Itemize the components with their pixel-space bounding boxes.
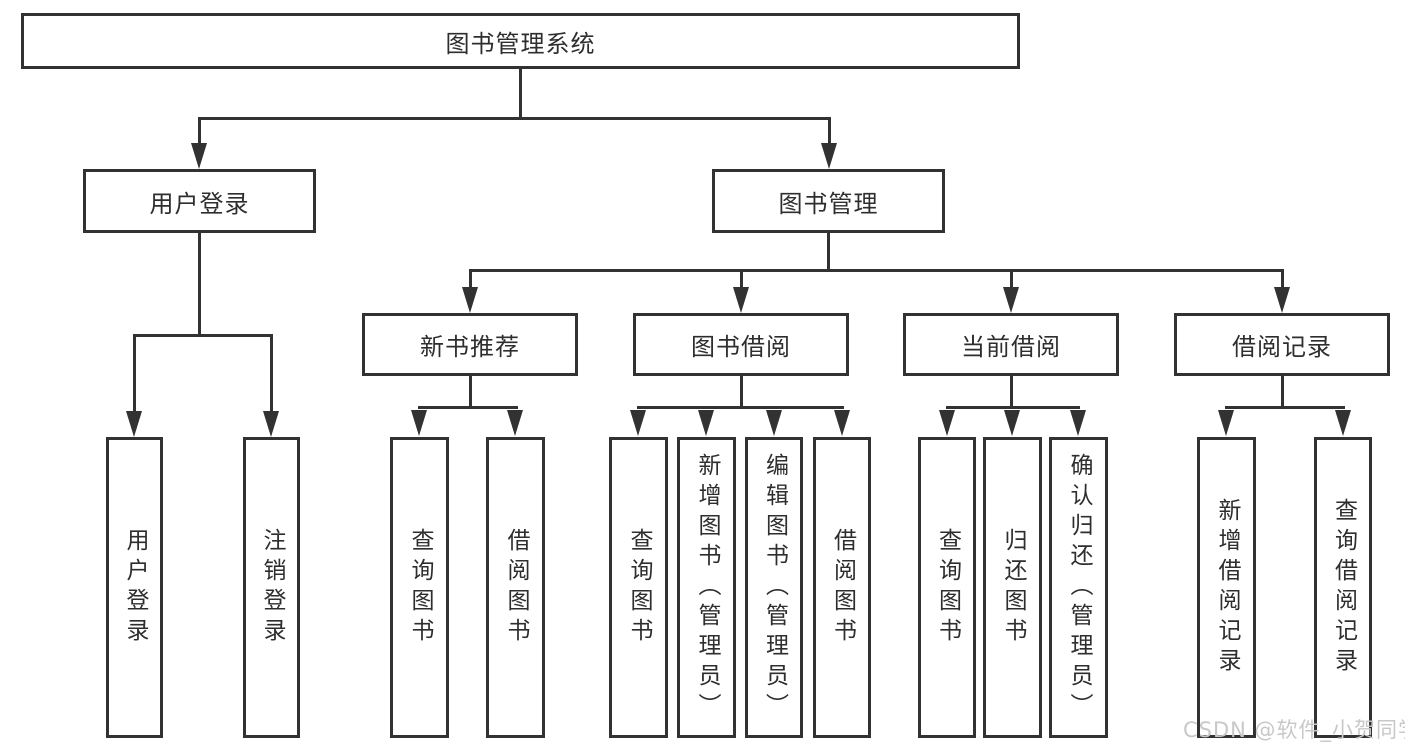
node-label: 图书管理 xyxy=(778,189,879,218)
node-book-borrowing: 图书借阅 xyxy=(633,313,849,376)
connector-line xyxy=(133,334,136,413)
node-new-book-recommendation: 新书推荐 xyxy=(362,313,578,376)
connector-line xyxy=(740,269,743,289)
node-label: 查询图书 xyxy=(407,527,433,648)
node-label: 查询图书 xyxy=(626,527,652,648)
leaf-search-books-current: 查询图书 xyxy=(918,437,976,738)
arrow-down-icon xyxy=(507,410,523,436)
connector-line xyxy=(133,334,273,337)
arrow-down-icon xyxy=(1218,410,1234,436)
leaf-edit-books-admin: 编辑图书（管理员） xyxy=(745,437,803,738)
connector-line xyxy=(827,233,830,272)
leaf-logout: 注销登录 xyxy=(243,437,300,738)
connector-line xyxy=(1010,269,1013,289)
connector-line xyxy=(946,406,1080,409)
connector-line xyxy=(740,375,743,408)
node-label: 借阅图书 xyxy=(829,527,856,648)
arrow-down-icon xyxy=(462,287,478,313)
node-label: 查询图书 xyxy=(934,527,961,648)
arrow-down-icon xyxy=(263,411,279,437)
leaf-borrow-books-borrowing: 借阅图书 xyxy=(813,437,871,738)
connector-line xyxy=(828,117,831,145)
node-borrowing-records: 借阅记录 xyxy=(1174,313,1390,376)
arrow-down-icon xyxy=(1003,287,1019,313)
connector-line xyxy=(1281,375,1284,408)
leaf-borrow-books-recommend: 借阅图书 xyxy=(486,437,545,738)
node-label: 编辑图书（管理员） xyxy=(761,452,788,723)
arrow-down-icon xyxy=(1274,287,1290,313)
node-label: 图书管理系统 xyxy=(445,29,596,58)
node-label: 图书借阅 xyxy=(691,333,791,361)
connector-line xyxy=(469,269,472,289)
node-label: 新书推荐 xyxy=(420,333,520,361)
arrow-down-icon xyxy=(126,411,142,437)
arrow-down-icon xyxy=(733,287,749,313)
leaf-search-books-borrowing: 查询图书 xyxy=(609,437,668,738)
connector-line xyxy=(198,117,831,120)
node-label: 注销登录 xyxy=(259,527,285,648)
connector-line xyxy=(637,406,844,409)
connector-line xyxy=(270,334,273,413)
arrow-down-icon xyxy=(939,410,955,436)
leaf-search-books-recommend: 查询图书 xyxy=(390,437,449,738)
connector-line xyxy=(198,233,201,336)
connector-line xyxy=(418,406,518,409)
arrow-down-icon xyxy=(411,410,427,436)
node-label: 借阅图书 xyxy=(503,527,529,648)
arrow-down-icon xyxy=(1004,410,1020,436)
node-label: 确认归还（管理员） xyxy=(1066,452,1092,723)
node-label: 用户登录 xyxy=(149,189,250,218)
node-library-management-system: 图书管理系统 xyxy=(21,13,1020,69)
connector-line xyxy=(469,269,1284,272)
arrow-down-icon xyxy=(766,410,782,436)
arrow-down-icon xyxy=(1070,410,1086,436)
node-label: 新增图书（管理员） xyxy=(694,452,720,723)
node-label: 借阅记录 xyxy=(1232,333,1332,361)
arrow-down-icon xyxy=(630,410,646,436)
connector-line xyxy=(1281,269,1284,289)
watermark: CSDN @软件_小贺同学 xyxy=(1183,718,1405,742)
node-label: 新增借阅记录 xyxy=(1214,497,1240,678)
arrow-down-icon xyxy=(821,143,837,169)
leaf-search-borrow-record: 查询借阅记录 xyxy=(1314,437,1372,738)
connector-line xyxy=(469,375,472,408)
leaf-user-login: 用户登录 xyxy=(106,437,163,738)
node-book-management: 图书管理 xyxy=(712,169,945,233)
connector-line xyxy=(1010,375,1013,408)
leaf-return-books: 归还图书 xyxy=(983,437,1042,738)
node-current-borrowing: 当前借阅 xyxy=(903,313,1119,376)
node-label: 当前借阅 xyxy=(961,333,1061,361)
arrow-down-icon xyxy=(191,143,207,169)
connector-line xyxy=(198,117,201,145)
leaf-confirm-return-admin: 确认归还（管理员） xyxy=(1049,437,1108,738)
leaf-add-books-admin: 新增图书（管理员） xyxy=(677,437,736,738)
arrow-down-icon xyxy=(1335,410,1351,436)
arrow-down-icon xyxy=(834,410,850,436)
node-label: 用户登录 xyxy=(122,527,148,648)
arrow-down-icon xyxy=(698,410,714,436)
connector-line xyxy=(519,69,522,119)
node-label: 归还图书 xyxy=(1000,527,1026,648)
node-user-login: 用户登录 xyxy=(83,169,316,233)
connector-line xyxy=(1225,406,1345,409)
leaf-add-borrow-record: 新增借阅记录 xyxy=(1197,437,1256,738)
node-label: 查询借阅记录 xyxy=(1330,497,1357,678)
